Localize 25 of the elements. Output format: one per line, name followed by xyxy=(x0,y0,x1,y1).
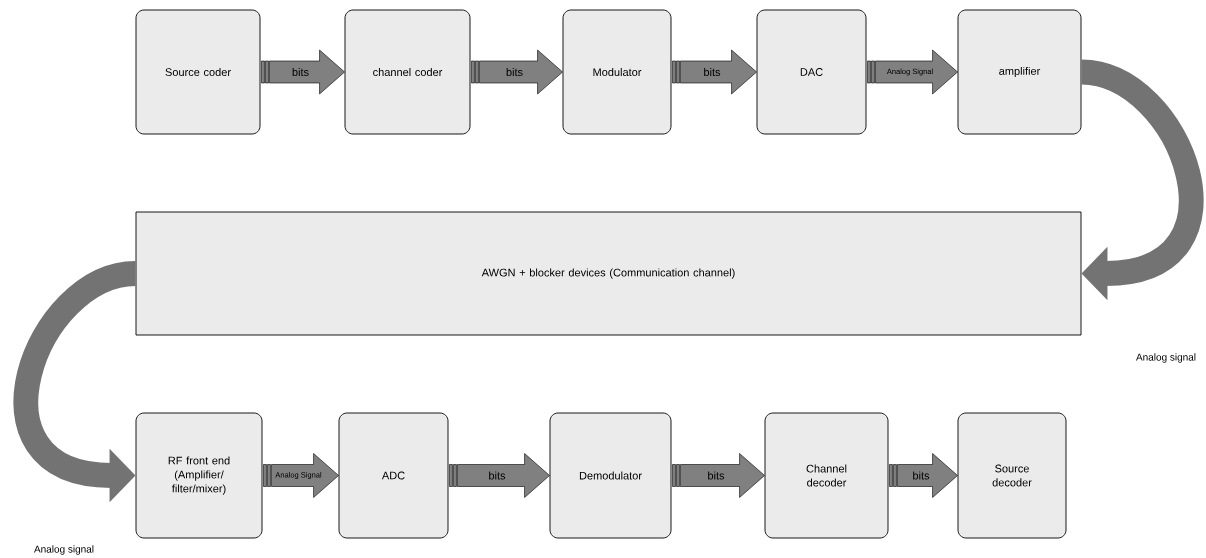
process-box: DAC xyxy=(756,9,867,135)
process-box: Source decoder xyxy=(957,412,1067,539)
block-arrow xyxy=(889,453,958,498)
process-box: amplifier xyxy=(957,9,1082,135)
block-arrow xyxy=(261,49,345,95)
process-box: Demodulator xyxy=(549,412,672,539)
edge-label: bits xyxy=(291,67,310,77)
block-arrow xyxy=(471,49,563,95)
process-box: Modulator xyxy=(562,9,672,135)
channel-band: AWGN + blocker devices (Communication channel) xyxy=(135,211,1082,336)
process-box: RF front end (Amplifier/ filter/mixer) xyxy=(135,412,263,539)
annotation-text: Analog signal xyxy=(34,545,94,555)
edge-label: bits xyxy=(505,67,524,77)
edge-label: bits xyxy=(487,470,507,481)
block-arrow xyxy=(672,49,757,95)
edge-label: bits xyxy=(702,67,722,77)
process-box: Source coder xyxy=(135,9,261,135)
annotation-text: Analog signal xyxy=(1136,353,1196,363)
process-box: ADC xyxy=(338,412,449,539)
block-arrow xyxy=(672,453,765,498)
process-box: channel coder xyxy=(344,9,471,135)
process-box: Channel decoder xyxy=(764,412,889,539)
edge-label: bits xyxy=(911,470,931,481)
block-arrow xyxy=(449,453,550,498)
edge-label: bits xyxy=(706,470,726,481)
